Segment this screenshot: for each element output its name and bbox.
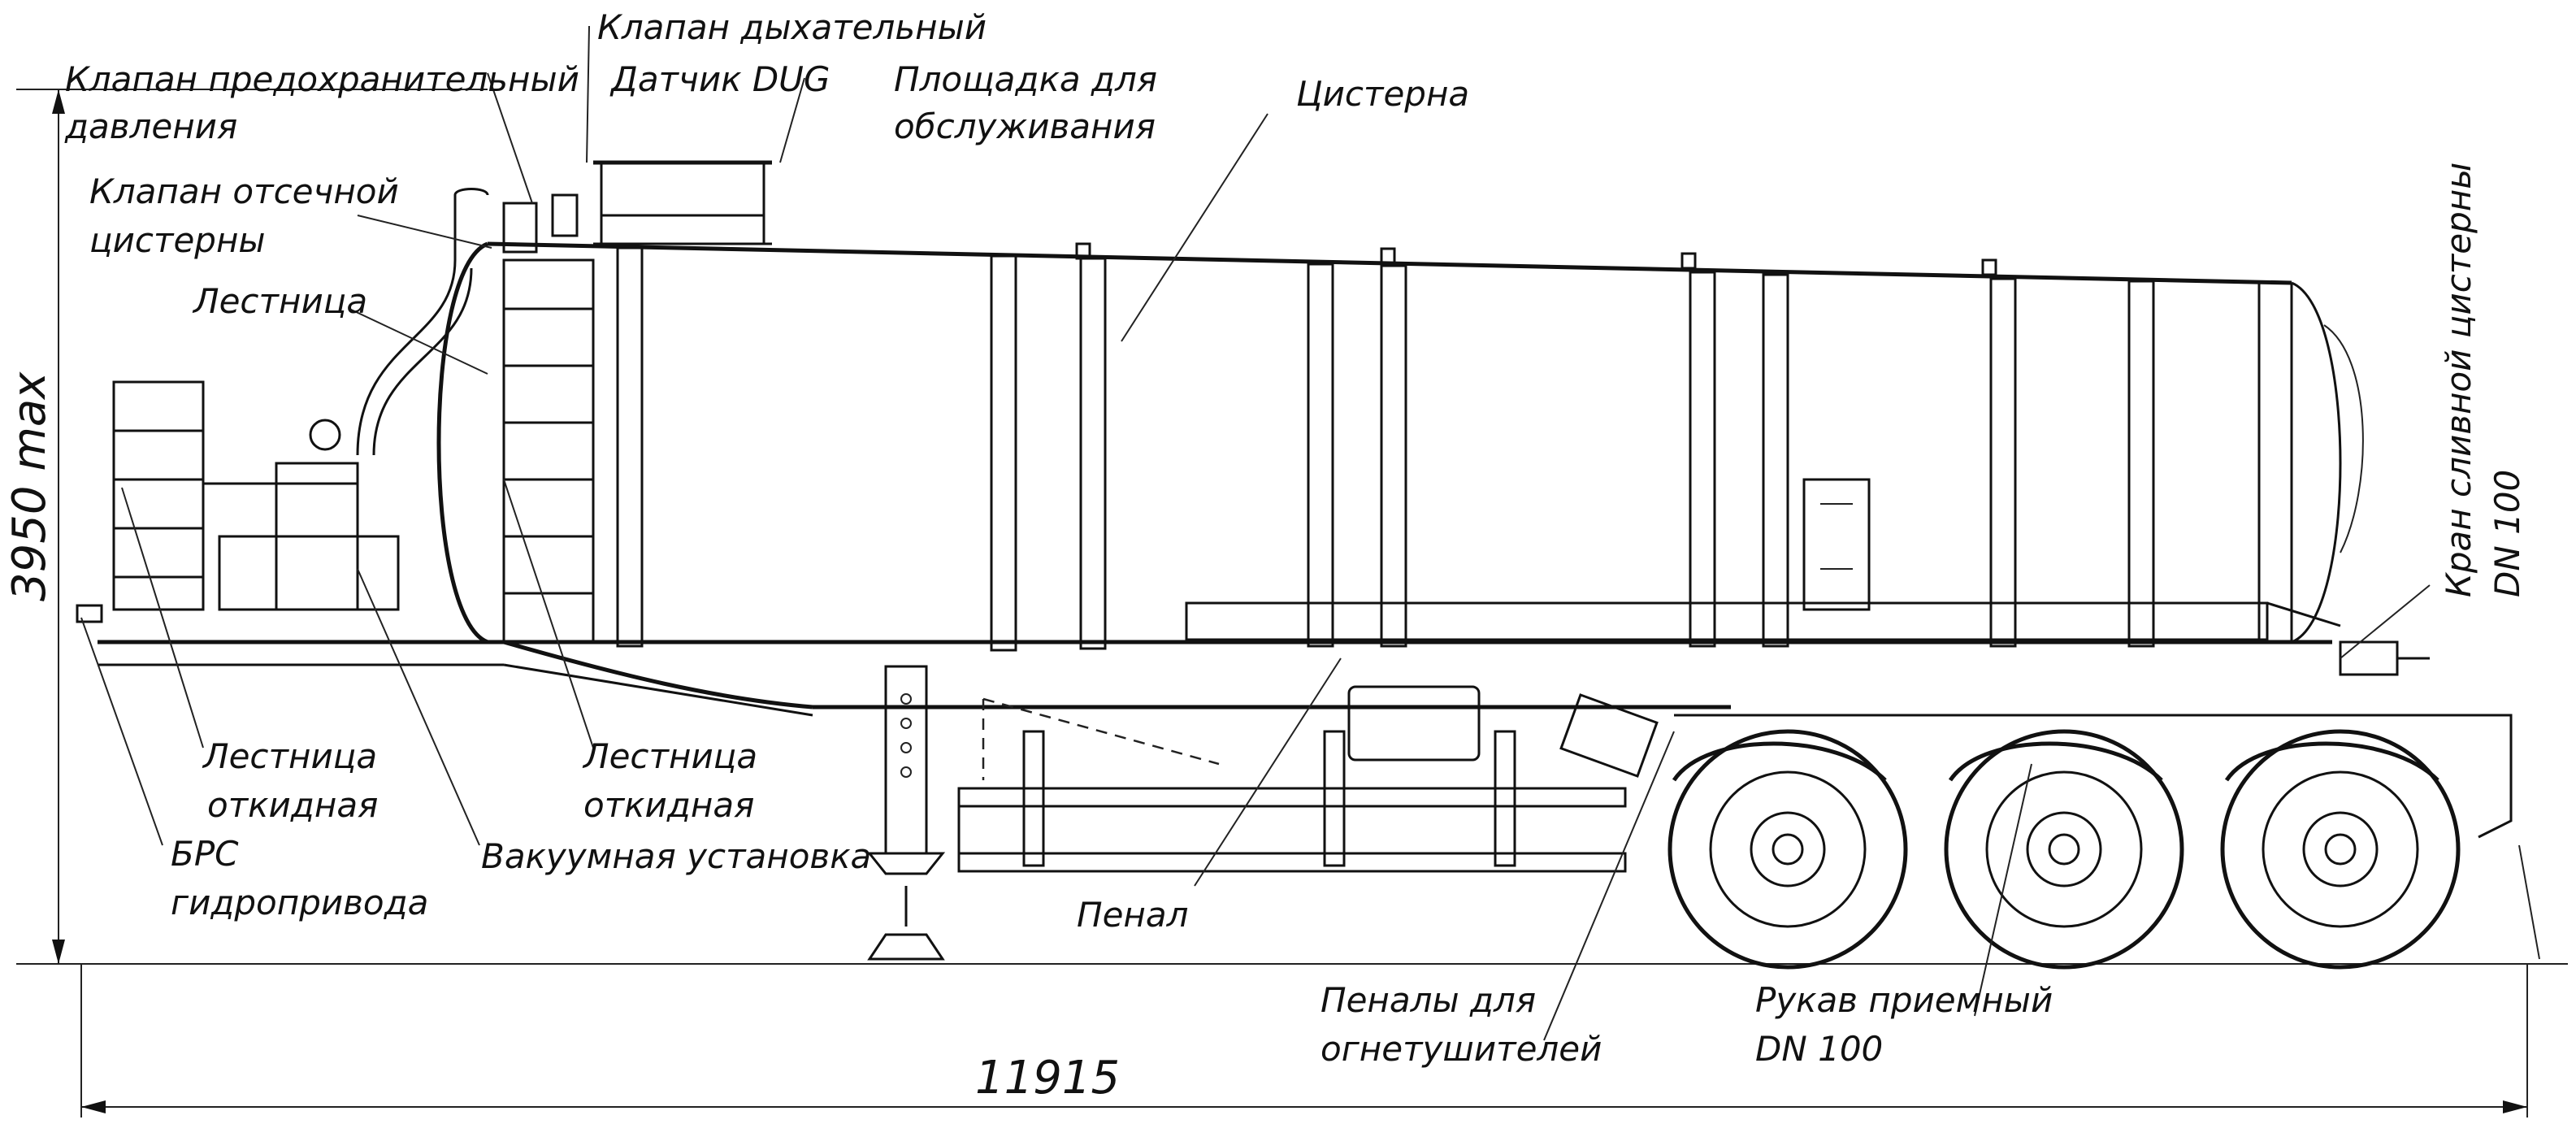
label-hose-2: DN 100 <box>1755 1029 1883 1069</box>
label-sensor-dug: Датчик DUG <box>609 59 830 99</box>
wheel-2 <box>1944 729 2184 970</box>
label-ladder-folding-left-1: Лестница <box>202 736 377 776</box>
label-valve-safety-2: давления <box>64 106 237 146</box>
front-equipment <box>76 160 2430 676</box>
wheel-3 <box>2220 729 2461 970</box>
labels: Клапан дыхательный Клапан предохранитель… <box>64 7 2527 1069</box>
label-brs-1: БРС <box>171 834 239 874</box>
dimension-texts: 3950 max 11915 <box>3 371 1120 1104</box>
label-valve-safety-1: Клапан предохранительный <box>65 59 579 99</box>
label-platform-2: обслуживания <box>894 106 1156 146</box>
label-extinguisher-cases-2: огнетушителей <box>1321 1029 1602 1069</box>
dimension-height: 3950 max <box>3 371 56 601</box>
label-valve-breathing: Клапан дыхательный <box>597 7 987 47</box>
dimension-length: 11915 <box>975 1052 1120 1104</box>
label-vacuum-unit: Вакуумная установка <box>481 836 871 876</box>
tank-body <box>436 241 2364 652</box>
label-valve-shutoff-2: цистерны <box>89 220 266 260</box>
label-ladder: Лестница <box>192 281 367 321</box>
label-ladder-folding-mid-2: откидная <box>583 785 754 825</box>
label-pencil-case: Пенал <box>1077 895 1188 935</box>
label-platform-1: Площадка для <box>894 59 1157 99</box>
tank-rings <box>616 246 2155 652</box>
dimension-lines <box>16 89 2568 1117</box>
leader-lines <box>80 25 2431 1041</box>
label-ladder-folding-left-2: откидная <box>207 785 378 825</box>
label-hose-1: Рукав приемный <box>1755 980 2053 1020</box>
label-ladder-folding-mid-1: Лестница <box>582 736 757 776</box>
label-tank: Цистерна <box>1296 74 1469 114</box>
wheels <box>1667 729 2461 970</box>
label-brs-2: гидропривода <box>171 883 428 922</box>
wheel-1 <box>1667 729 1908 970</box>
label-extinguisher-cases-1: Пеналы для <box>1321 980 1536 1020</box>
chassis <box>98 601 2540 961</box>
label-drain-tap-1: Кран сливной цистерны <box>2439 163 2478 597</box>
label-drain-tap-2: DN 100 <box>2487 470 2527 597</box>
label-valve-shutoff-1: Клапан отсечной <box>89 171 399 211</box>
